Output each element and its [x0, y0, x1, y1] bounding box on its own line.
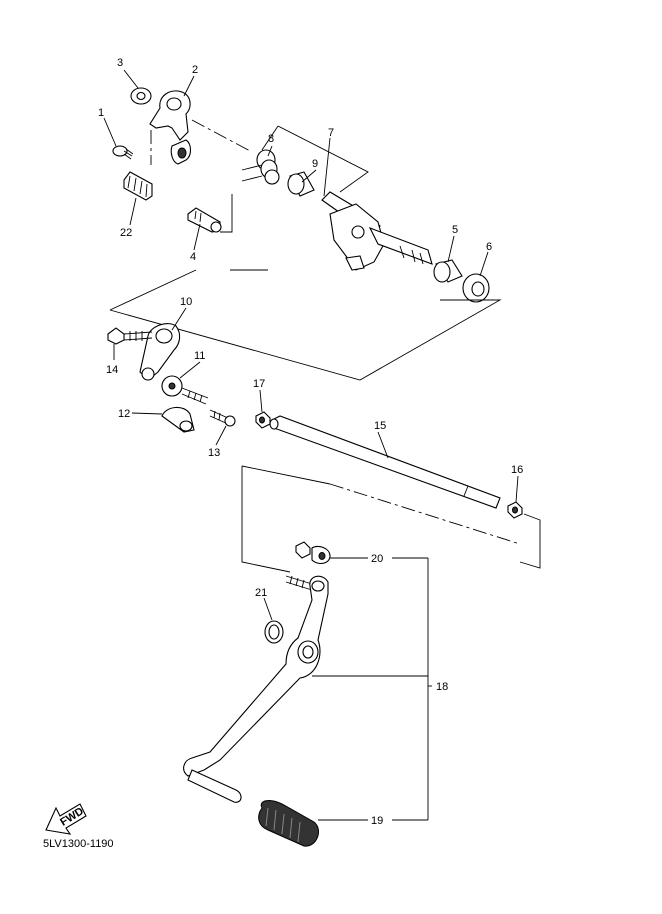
callout-18: 18 [436, 681, 448, 693]
part-6-oil-seal[interactable] [462, 273, 490, 303]
group-boundary-lower [241, 465, 331, 573]
part-8-return-spring[interactable] [241, 149, 280, 185]
part-11-rod-end[interactable] [161, 375, 209, 405]
leader-lines-middle [113, 307, 519, 503]
part-14-bolt[interactable] [107, 327, 153, 345]
bracket-line [261, 125, 279, 151]
part-3-washer[interactable] [130, 87, 152, 105]
bracket-line [220, 194, 233, 233]
callout-6: 6 [486, 241, 492, 253]
callout-10: 10 [180, 296, 192, 308]
diagram-code: 5LV1300-1190 [43, 838, 114, 850]
part-7-shift-shaft[interactable] [321, 191, 433, 271]
callout-9: 9 [312, 158, 318, 170]
part-22-spring[interactable] [123, 171, 153, 201]
part-13-bolt[interactable] [209, 409, 236, 427]
fwd-direction-arrow: FWD [45, 803, 87, 835]
leader-lines-upper [103, 69, 489, 277]
bracket-line [277, 125, 369, 193]
callout-17: 17 [253, 378, 265, 390]
part-2-shift-arm[interactable] [149, 90, 192, 165]
callout-numbers: 3 2 1 22 4 8 7 9 5 6 10 14 11 12 13 17 1… [98, 57, 523, 827]
callout-2: 2 [192, 64, 198, 76]
group-boundary-lower [329, 483, 521, 545]
alignment-line [191, 119, 253, 153]
part-4-pin[interactable] [187, 207, 222, 233]
callout-4: 4 [190, 251, 196, 263]
callout-3: 3 [117, 57, 123, 69]
part-5-bush[interactable] [433, 259, 463, 283]
leader-lines-lower [263, 557, 432, 821]
callout-5: 5 [452, 224, 458, 236]
part-19-pedal-rubber[interactable] [258, 800, 319, 847]
part-9-collar[interactable] [287, 171, 315, 197]
callout-14: 14 [106, 364, 118, 376]
callout-7: 7 [328, 127, 334, 139]
callout-13: 13 [208, 447, 220, 459]
part-20-bolt[interactable] [295, 541, 331, 565]
part-15-shift-rod[interactable] [269, 415, 501, 509]
callout-12: 12 [118, 408, 130, 420]
part-12-dust-boot[interactable] [161, 406, 195, 433]
callout-11: 11 [194, 350, 205, 362]
part-17-nut[interactable] [255, 411, 271, 429]
callout-20: 20 [371, 553, 383, 565]
part-16-nut[interactable] [507, 501, 523, 519]
callout-15: 15 [374, 420, 386, 432]
callout-22: 22 [120, 227, 132, 239]
callout-21: 21 [255, 587, 267, 599]
group-boundary-lower [519, 513, 541, 569]
callout-1: 1 [98, 107, 104, 119]
callout-8: 8 [268, 133, 274, 145]
part-21-circlip[interactable] [264, 620, 284, 644]
group-boundary-middle [109, 269, 502, 381]
callout-16: 16 [511, 464, 523, 476]
part-1-bolt[interactable] [112, 145, 134, 160]
part-18-shift-pedal[interactable] [183, 575, 329, 803]
callout-19: 19 [371, 815, 383, 827]
